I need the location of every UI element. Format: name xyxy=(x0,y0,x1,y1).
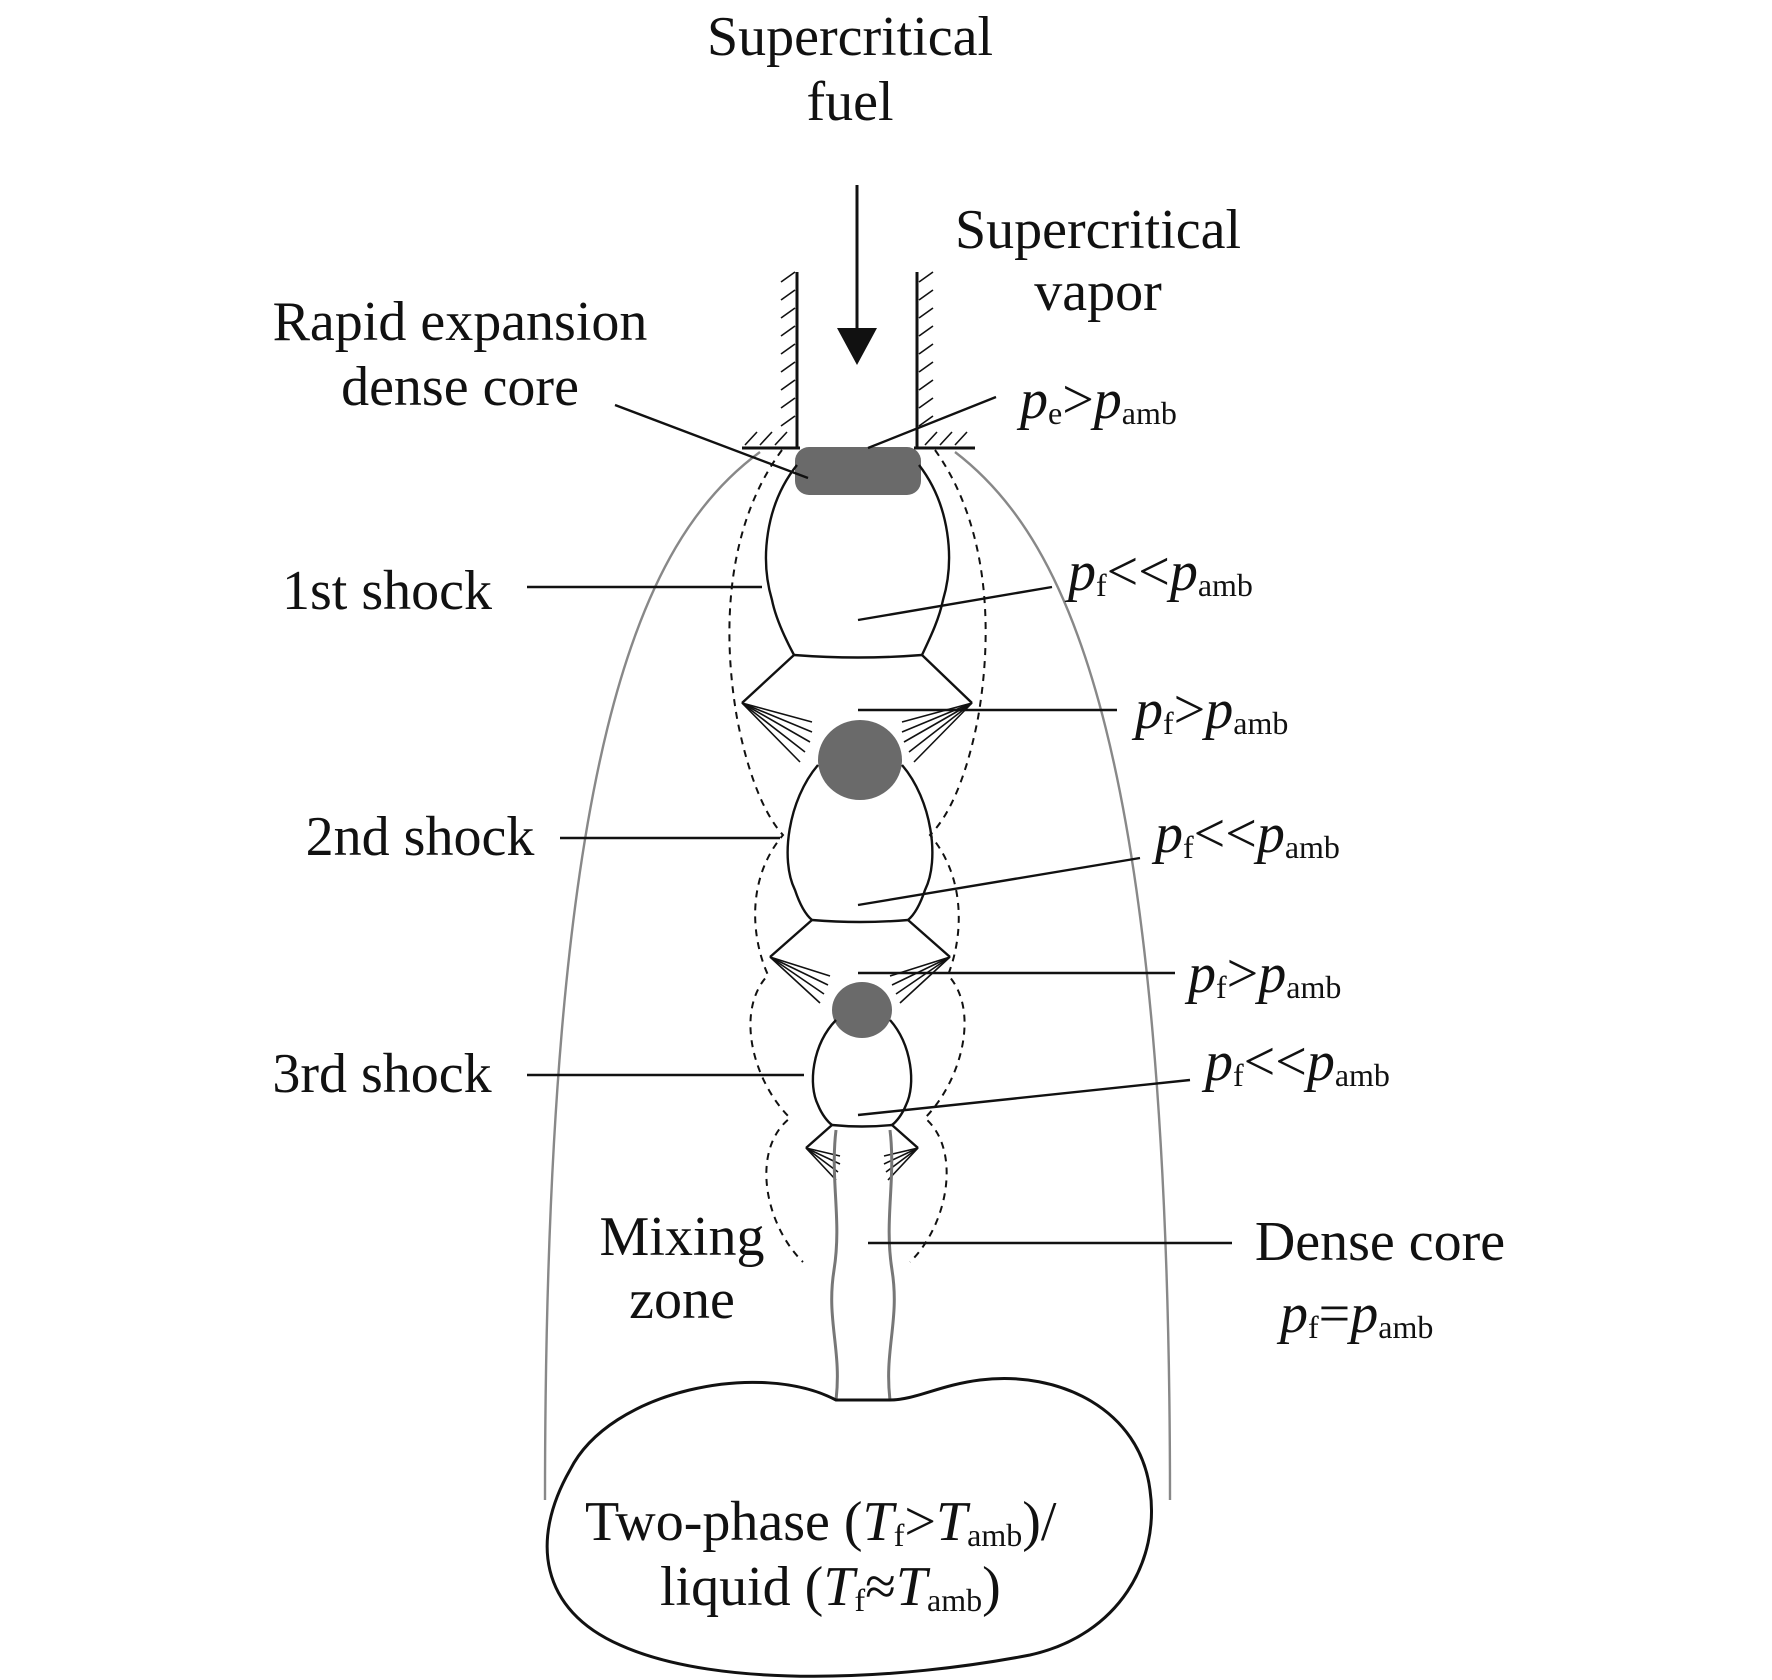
wave-fan-1-right xyxy=(901,702,973,763)
first-shock-label: 1st shock xyxy=(282,560,492,622)
two-phase-region xyxy=(545,1377,1153,1678)
pressure-label-cell3-core: pf<<pamb xyxy=(1201,1031,1390,1093)
pressure-label-cell1-core: pf<<pamb xyxy=(1064,541,1253,603)
nozzle-hatching-right xyxy=(918,271,968,446)
wave-fan-2-left xyxy=(769,956,831,1004)
mixing-zone-label-line2: zone xyxy=(629,1269,735,1331)
third-dense-core-blob xyxy=(832,982,892,1038)
nozzle xyxy=(742,271,975,450)
jet-outer-boundary-left xyxy=(543,451,761,1501)
pressure-label-exit: pe>pamb xyxy=(1016,369,1177,431)
leader-lines xyxy=(527,395,1232,1245)
shear-layer-left xyxy=(728,449,804,1263)
jet-outer-boundary-right xyxy=(954,451,1172,1501)
wave-fan-3-right xyxy=(883,1147,919,1181)
second-dense-core-blob xyxy=(818,720,902,800)
wave-fan-2-right xyxy=(889,956,951,1004)
inflow-arrow xyxy=(837,185,877,365)
nozzle-hatching-left xyxy=(744,271,796,446)
liquid-label: liquid (Tf≈Tamb) xyxy=(660,1556,1001,1618)
second-shock-label: 2nd shock xyxy=(306,806,535,868)
supercritical-vapor-label-line2: vapor xyxy=(1034,261,1162,323)
mixing-zone-label-line1: Mixing xyxy=(600,1206,765,1268)
pressure-label-dense-core: pf=pamb xyxy=(1276,1283,1433,1345)
supercritical-fuel-label-line1: Supercritical xyxy=(707,6,993,68)
exit-dense-core-blob xyxy=(795,447,921,495)
rapid-expansion-label-line1: Rapid expansion xyxy=(273,291,648,353)
shear-layer-right xyxy=(909,449,987,1263)
two-phase-label: Two-phase (Tf>Tamb)/ xyxy=(585,1491,1057,1553)
wave-fan-1-left xyxy=(741,702,813,763)
rapid-expansion-label-line2: dense core xyxy=(341,356,579,418)
supercritical-fuel-label-line2: fuel xyxy=(806,71,893,133)
first-shock-cell xyxy=(741,464,973,704)
pressure-label-cell1-end: pf>pamb xyxy=(1131,679,1288,741)
dense-core-column-left xyxy=(830,1129,839,1401)
second-shock-cell xyxy=(769,764,951,958)
third-shock-cell xyxy=(805,1019,919,1149)
dense-core-column-right xyxy=(887,1129,896,1401)
dense-core-label: Dense core xyxy=(1255,1211,1505,1273)
pressure-label-cell2-core: pf<<pamb xyxy=(1151,803,1340,865)
pressure-label-cell2-end: pf>pamb xyxy=(1184,943,1341,1005)
supercritical-vapor-label-line1: Supercritical xyxy=(955,199,1241,261)
third-shock-label: 3rd shock xyxy=(272,1043,491,1105)
